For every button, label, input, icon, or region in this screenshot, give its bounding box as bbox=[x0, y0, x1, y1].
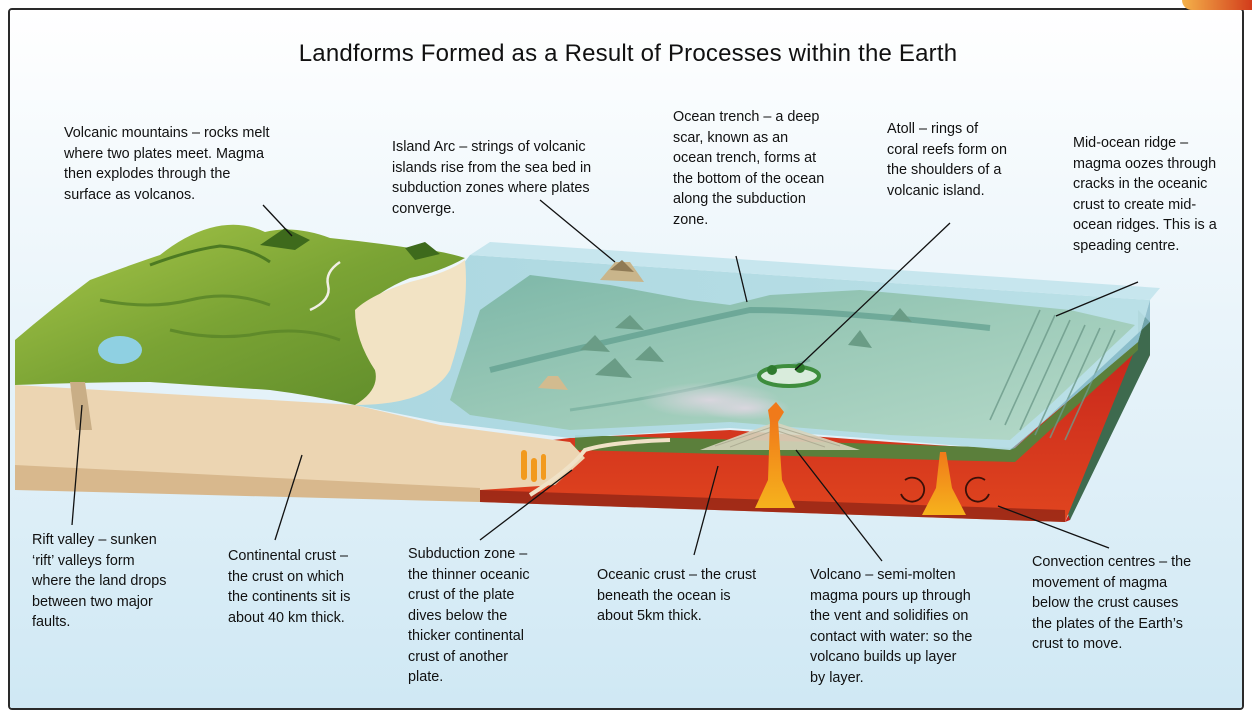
label-atoll: Atoll – rings of coral reefs form on the… bbox=[887, 119, 1007, 201]
label-volcano: Volcano – semi-molten magma pours up thr… bbox=[810, 565, 972, 688]
lake bbox=[98, 336, 142, 364]
label-rift-valley: Rift valley – sunken ‘rift’ valleys form… bbox=[32, 530, 166, 633]
label-island-arc: Island Arc – strings of volcanic islands… bbox=[392, 137, 591, 219]
label-volcanic-mountains: Volcanic mountains – rocks melt where tw… bbox=[64, 123, 270, 205]
label-ocean-trench: Ocean trench – a deep scar, known as an … bbox=[673, 107, 824, 230]
label-oceanic-crust: Oceanic crust – the crust beneath the oc… bbox=[597, 565, 756, 627]
label-mid-ocean-ridge: Mid-ocean ridge – magma oozes through cr… bbox=[1073, 133, 1217, 256]
page-corner-graphic bbox=[1182, 0, 1252, 10]
diagram-frame: Landforms Formed as a Result of Processe… bbox=[8, 8, 1244, 710]
diagram-title: Landforms Formed as a Result of Processe… bbox=[10, 40, 1244, 68]
label-convection-centres: Convection centres – the movement of mag… bbox=[1032, 552, 1191, 655]
label-subduction-zone: Subduction zone – the thinner oceanic cr… bbox=[408, 544, 530, 688]
label-continental-crust: Continental crust – the crust on which t… bbox=[228, 546, 350, 628]
